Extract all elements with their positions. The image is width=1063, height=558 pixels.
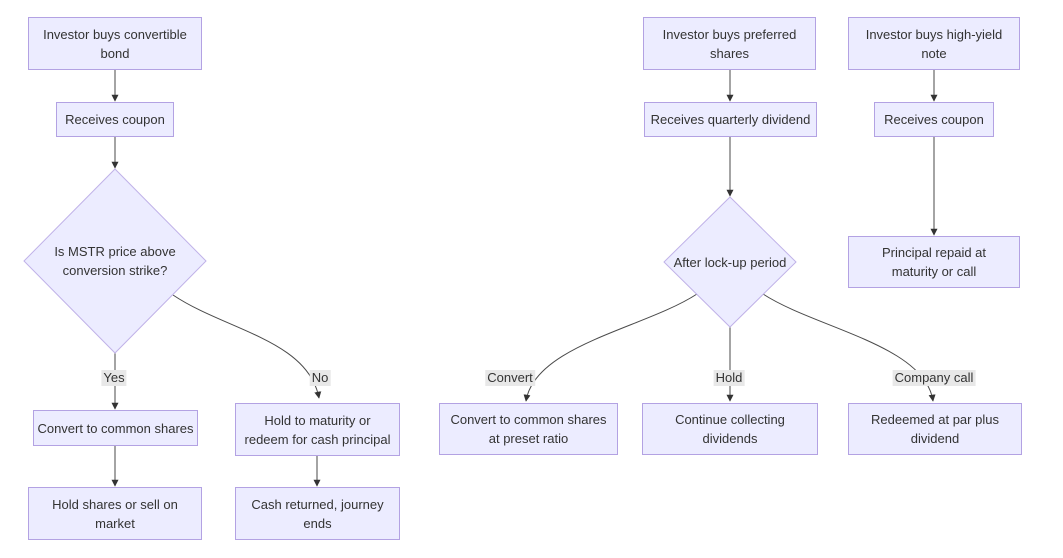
- node-hold-to-maturity: Hold to maturity or redeem for cash prin…: [235, 403, 400, 456]
- node-label: Receives quarterly dividend: [650, 112, 811, 127]
- node-label: Receives coupon: [884, 112, 984, 127]
- node-label: Convert to common shares: [37, 420, 194, 436]
- node-label: Principal repaid at maturity or call: [881, 245, 987, 279]
- node-label: Investor buys convertible bond: [43, 26, 187, 61]
- node-receives-quarterly-dividend: Receives quarterly dividend: [644, 102, 817, 137]
- node-redeemed-at-par: Redeemed at par plus dividend: [848, 403, 1022, 455]
- node-receives-coupon-highyield: Receives coupon: [874, 102, 994, 137]
- decision-diamond-lockup: [663, 196, 797, 328]
- edge-label-hold: Hold: [713, 370, 745, 386]
- node-label: Redeemed at par plus dividend: [871, 412, 999, 446]
- node-label: Continue collecting dividends: [675, 412, 785, 446]
- node-label: Hold shares or sell on market: [52, 496, 178, 531]
- node-hold-shares-or-sell: Hold shares or sell on market: [28, 487, 202, 540]
- node-label: Investor buys preferred shares: [662, 26, 797, 61]
- decision-diamond-mstr-price: [23, 168, 207, 354]
- edge-lockup-convert: [523, 293, 698, 402]
- node-buy-preferred-shares: Investor buys preferred shares: [643, 17, 816, 70]
- node-continue-collecting-dividends: Continue collecting dividends: [642, 403, 818, 455]
- node-label: Receives coupon: [65, 112, 165, 127]
- node-label: Convert to common shares at preset ratio: [450, 412, 607, 446]
- edge-label-convert: Convert: [485, 370, 535, 386]
- edge-label-yes: Yes: [101, 370, 127, 386]
- node-convert-preset-ratio: Convert to common shares at preset ratio: [439, 403, 618, 455]
- node-label: Cash returned, journey ends: [251, 496, 384, 531]
- node-label: Investor buys high-yield note: [865, 26, 1003, 61]
- edge-decision-no: [172, 294, 322, 399]
- node-cash-returned: Cash returned, journey ends: [235, 487, 400, 540]
- node-principal-repaid: Principal repaid at maturity or call: [848, 236, 1020, 288]
- node-buy-high-yield-note: Investor buys high-yield note: [848, 17, 1020, 70]
- node-receives-coupon-convertible: Receives coupon: [56, 102, 174, 137]
- node-convert-to-common-shares: Convert to common shares: [33, 410, 198, 446]
- node-label: Hold to maturity or redeem for cash prin…: [244, 412, 391, 447]
- node-buy-convertible-bond: Investor buys convertible bond: [28, 17, 202, 70]
- edge-label-company-call: Company call: [892, 370, 976, 386]
- edge-label-no: No: [309, 370, 331, 386]
